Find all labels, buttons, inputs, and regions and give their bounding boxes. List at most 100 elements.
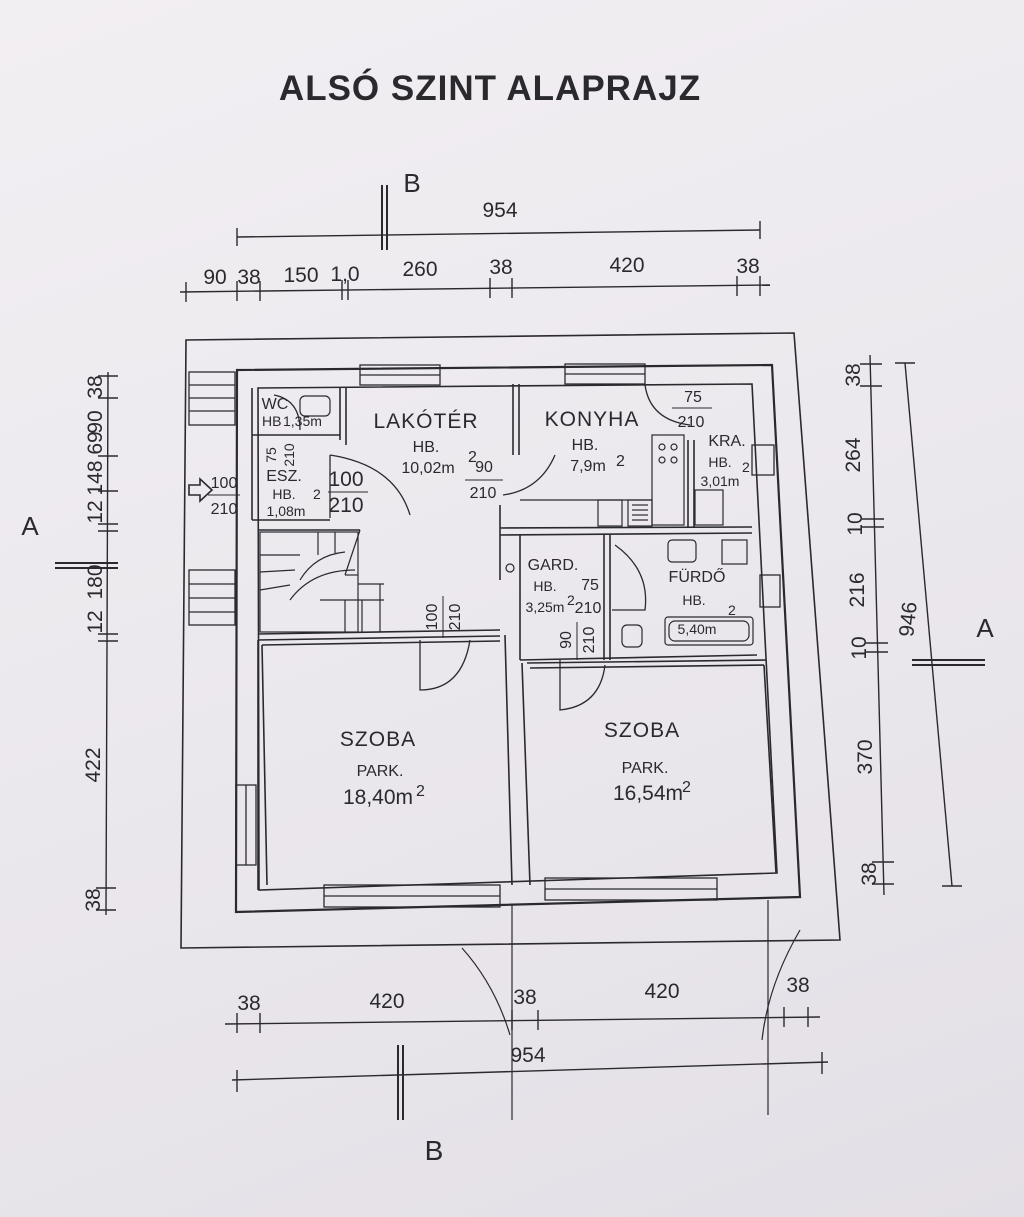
door-kamra-height: 210: [678, 414, 705, 431]
dim-left-1: 90: [84, 410, 107, 433]
room-szoba-1-sup: 2: [416, 783, 425, 800]
porch-steps-bottom: [188, 569, 236, 626]
dim-top-total: 954: [482, 199, 517, 222]
room-konyha: KONYHA HB. 7,9m 2: [545, 408, 639, 475]
dimension-chain-bottom-total: 954: [231, 1044, 829, 1092]
interior-walls: [251, 384, 777, 890]
section-label-a-right: A: [976, 613, 994, 643]
room-wc-floor: HB: [262, 413, 281, 429]
room-konyha-sup: 2: [616, 453, 625, 470]
dim-left-4: 12: [84, 500, 107, 523]
plan-title: ALSÓ SZINT ALAPRAJZ: [279, 68, 701, 108]
dim-left-3: 148: [84, 460, 107, 495]
dim-bottom-1: 420: [369, 990, 404, 1013]
door-entry-width: 100: [211, 475, 238, 492]
room-lakoter-name: LAKÓTÉR: [373, 410, 478, 433]
room-gard-area: 3,25m: [526, 599, 565, 615]
room-eloter-sup: 2: [313, 486, 321, 502]
door-label-szoba-2: 90 210: [558, 622, 598, 660]
room-lakoter-sup: 2: [468, 449, 477, 466]
room-eloter-name: ESZ.: [266, 468, 302, 485]
room-eloter: ESZ. HB. 1,08m 2: [266, 468, 321, 519]
room-konyha-area: 7,9m: [570, 458, 606, 475]
door-entry-height: 210: [211, 501, 238, 518]
door-szoba-2-height: 210: [581, 627, 598, 654]
dim-top-6: 420: [609, 254, 644, 277]
dim-bottom-4: 38: [786, 974, 809, 997]
door-esz-height: 210: [328, 494, 363, 517]
dim-left-5: 180: [84, 564, 107, 599]
door-label-wc: 75 210: [263, 443, 297, 467]
dimension-chain-left: 38 90 69 148 12 180 12 422 38: [82, 371, 118, 916]
room-furdo-name: FÜRDŐ: [669, 567, 726, 586]
room-szoba-2-floor: PARK.: [622, 760, 669, 777]
section-marker-a-left: A: [21, 511, 118, 569]
room-eloter-area: 1,08m: [267, 503, 306, 519]
door-label-lakoter: 90 210: [465, 459, 503, 502]
room-szoba-2-area: 16,54m: [613, 782, 683, 805]
door-szoba-1-height: 210: [447, 604, 464, 631]
dim-right-total: 946: [895, 601, 922, 638]
section-label-b-top: B: [403, 168, 420, 198]
entry-arrow-icon: [188, 477, 214, 503]
dim-bottom-3: 420: [644, 980, 679, 1003]
room-szoba-1: SZOBA PARK. 18,40m 2: [340, 728, 425, 809]
door-lakoter-width: 90: [475, 459, 493, 476]
door-label-szoba-1: 100 210: [424, 596, 464, 638]
dim-top-7: 38: [736, 255, 759, 278]
room-gard-name: GARD.: [528, 557, 579, 574]
dimension-chain-bottom: 38 420 38 420 38: [224, 974, 821, 1033]
room-wc: WC HB 1,35m: [262, 396, 322, 429]
room-furdo-floor: HB.: [682, 592, 705, 608]
room-furdo-area: 5,40m: [678, 621, 717, 637]
dim-top-0: 90: [203, 266, 226, 289]
door-swings: [273, 384, 691, 711]
door-esz-width: 100: [328, 468, 363, 491]
dim-right-1: 264: [842, 437, 865, 472]
dim-top-2: 150: [283, 264, 318, 287]
room-kamra-sup: 2: [742, 459, 750, 475]
room-lakoter-floor: HB.: [413, 439, 440, 456]
door-label-entry: 100 210: [208, 475, 240, 518]
room-szoba-2-name: SZOBA: [604, 719, 680, 742]
dimension-chain-right-total: 946: [895, 362, 962, 887]
dim-right-2: 10: [844, 512, 867, 535]
dim-left-2: 69: [84, 431, 107, 454]
door-label-esz: 100 210: [328, 468, 368, 517]
door-szoba-2-width: 90: [558, 631, 575, 649]
dim-top-1: 38: [237, 266, 260, 289]
section-marker-a-right: A: [912, 613, 994, 666]
dim-right-3: 216: [846, 572, 869, 607]
dim-right-6: 38: [858, 862, 881, 885]
dim-left-6: 12: [84, 610, 107, 633]
dim-right-4: 10: [848, 636, 871, 659]
dim-top-5: 38: [489, 256, 512, 279]
staircase: [259, 529, 384, 633]
section-label-b-bottom: B: [425, 1135, 444, 1166]
dim-left-0: 38: [84, 375, 107, 398]
dim-bottom-2: 38: [513, 986, 536, 1009]
door-gard-width: 75: [581, 577, 599, 594]
door-wc-width: 75: [263, 447, 279, 463]
door-lakoter-height: 210: [470, 485, 497, 502]
door-gard-height: 210: [575, 600, 602, 617]
room-szoba-2: SZOBA PARK. 16,54m 2: [604, 719, 691, 805]
section-label-a-left: A: [21, 511, 39, 541]
door-kamra-width: 75: [684, 389, 702, 406]
room-konyha-floor: HB.: [572, 437, 599, 454]
room-furdo-sup: 2: [728, 602, 736, 618]
room-wc-area: 1,35m: [283, 413, 322, 429]
dim-left-8: 38: [82, 888, 105, 911]
dimension-chain-top-total: 954: [236, 199, 761, 246]
room-kamra-floor: HB.: [708, 454, 731, 470]
room-lakoter: LAKÓTÉR HB. 10,02m 2: [373, 410, 478, 477]
room-gard-floor: HB.: [533, 578, 556, 594]
dim-left-7: 422: [82, 747, 105, 782]
room-gard-sup: 2: [567, 592, 575, 608]
dim-top-3: 1,0: [330, 263, 359, 286]
dimension-chain-right: 38 264 10 216 10 370 38: [842, 354, 894, 896]
room-kamra: KRA. HB. 3,01m 2: [701, 433, 750, 489]
section-marker-b-top: B: [381, 168, 421, 250]
